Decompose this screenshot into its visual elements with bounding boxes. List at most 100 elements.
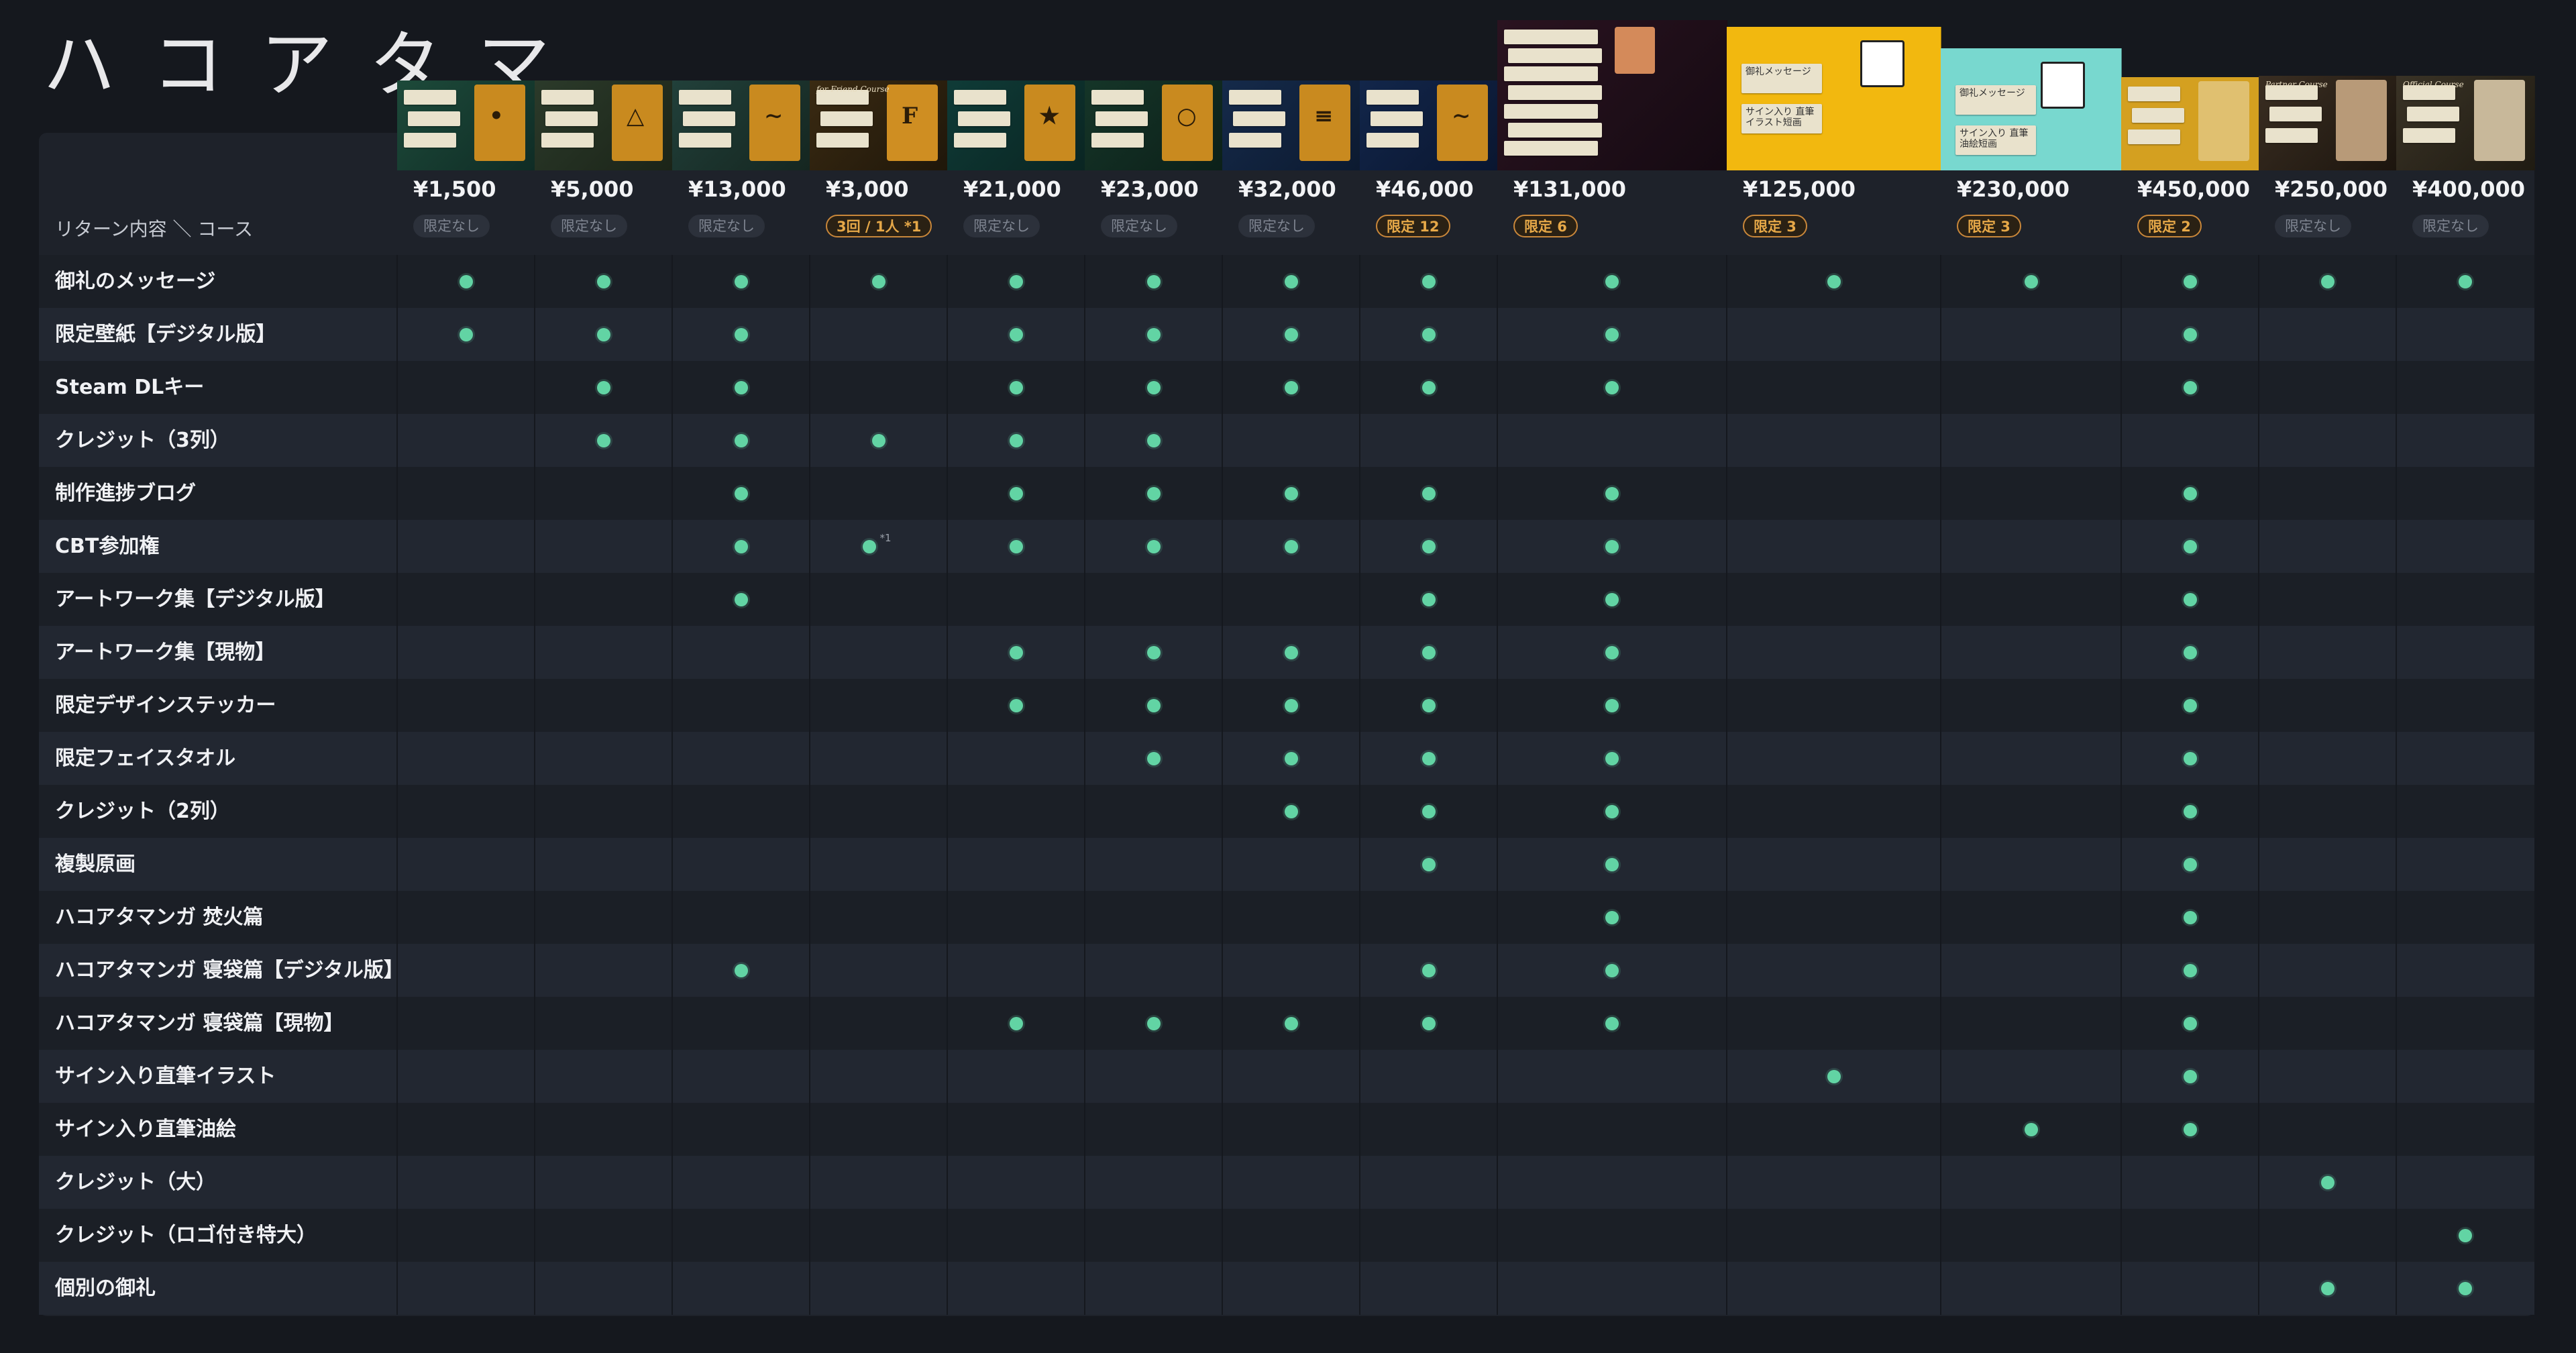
box-face-glyph: ★ <box>1039 103 1060 129</box>
included-dot <box>1605 274 1619 288</box>
limit-badge: 限定なし <box>551 215 627 237</box>
course-price: ¥450,000 <box>2137 176 2251 202</box>
box-face-glyph: ∼ <box>1452 103 1471 129</box>
row-label: 制作進捗ブログ <box>55 482 196 505</box>
message-card <box>2128 87 2180 101</box>
box-face-glyph: • <box>489 103 504 129</box>
column-divider <box>2258 255 2259 1315</box>
included-dot <box>2459 1228 2472 1242</box>
included-dot <box>1421 380 1436 394</box>
row-label: ハコアタマンガ 寝袋篇【デジタル版】 <box>55 959 404 982</box>
box-face-glyph: △ <box>627 103 645 129</box>
message-card <box>1095 111 1148 126</box>
column-divider <box>1084 255 1085 1315</box>
included-dot <box>1605 486 1619 500</box>
table-row <box>39 891 2534 944</box>
included-dot <box>2459 1281 2472 1295</box>
included-dot <box>1605 645 1619 659</box>
limit-badge: 限定 3 <box>1957 215 2021 237</box>
box-head-figure: ≡ <box>1299 85 1350 161</box>
included-dot <box>2183 274 2197 288</box>
limit-badge: 限定 3 <box>1743 215 1807 237</box>
box-head-figure: ○ <box>1162 85 1213 161</box>
message-card <box>408 111 460 126</box>
course-thumbnail: 御礼メッセージサイン入り 直筆油絵短画 <box>1941 48 2122 170</box>
row-label: 限定壁紙【デジタル版】 <box>55 323 276 346</box>
course-thumbnail: △ <box>535 80 673 170</box>
box-face-glyph: ○ <box>1177 103 1197 129</box>
included-dot <box>1421 751 1436 765</box>
course-thumbnail: • <box>397 80 535 170</box>
included-dot <box>1146 751 1161 765</box>
message-card <box>1233 111 1285 126</box>
message-card <box>1504 30 1598 44</box>
box-face-glyph: F <box>902 103 918 129</box>
message-card <box>958 111 1010 126</box>
included-dot <box>1284 645 1298 659</box>
message-card <box>1229 90 1281 105</box>
course-price: ¥46,000 <box>1376 176 1474 202</box>
included-dot <box>596 274 610 288</box>
course-price: ¥21,000 <box>963 176 1061 202</box>
table-row <box>39 1262 2534 1315</box>
included-dot <box>734 539 748 553</box>
limit-badge: 限定なし <box>688 215 765 237</box>
column-divider <box>947 255 948 1315</box>
message-card <box>1504 103 1598 119</box>
message-card <box>1366 133 1419 148</box>
included-dot <box>1009 380 1023 394</box>
included-dot <box>1146 645 1161 659</box>
included-dot <box>1421 963 1436 977</box>
message-card <box>820 111 873 126</box>
included-dot <box>1146 274 1161 288</box>
included-dot <box>1009 486 1023 500</box>
included-dot <box>1146 380 1161 394</box>
table-corner-header: リターン内容 ＼ コース <box>55 218 254 240</box>
included-dot <box>2183 1016 2197 1030</box>
included-dot <box>1421 327 1436 341</box>
limit-badge: 3回 / 1人 *1 <box>826 215 932 237</box>
message-card <box>404 133 456 148</box>
table-row <box>39 1156 2534 1209</box>
table-row <box>39 838 2534 891</box>
message-card <box>1504 66 1598 82</box>
course-price: ¥13,000 <box>688 176 786 202</box>
included-dot <box>2183 698 2197 712</box>
box-head-figure <box>2336 80 2387 161</box>
included-dot <box>1827 274 1841 288</box>
course-thumbnail: Partner Course <box>2259 76 2397 170</box>
course-price: ¥131,000 <box>1513 176 1627 202</box>
included-dot <box>734 963 748 977</box>
included-dot <box>1421 857 1436 871</box>
message-card <box>1091 90 1144 105</box>
course-thumbnail: 御礼メッセージサイン入り 直筆イラスト短画 <box>1727 27 1941 170</box>
included-dot <box>1605 751 1619 765</box>
message-card <box>2265 85 2318 100</box>
row-label: 個別の御礼 <box>55 1277 156 1300</box>
row-label: サイン入り直筆油絵 <box>55 1118 236 1141</box>
included-dot <box>2183 963 2197 977</box>
included-dot <box>2183 592 2197 606</box>
row-label: アートワーク集【現物】 <box>55 641 276 664</box>
course-price: ¥23,000 <box>1101 176 1199 202</box>
message-card <box>954 90 1006 105</box>
included-dot <box>1421 1016 1436 1030</box>
included-dot <box>1284 751 1298 765</box>
row-label: クレジット（大） <box>55 1171 216 1194</box>
box-head-figure <box>1615 27 1655 74</box>
included-dot <box>1421 645 1436 659</box>
included-dot <box>1421 486 1436 500</box>
included-dot <box>1009 539 1023 553</box>
box-head-figure: △ <box>612 85 663 161</box>
table-row <box>39 414 2534 467</box>
included-dot <box>1009 1016 1023 1030</box>
row-label: クレジット（ロゴ付き特大） <box>55 1224 317 1247</box>
limit-badge: 限定なし <box>413 215 490 237</box>
included-dot <box>459 327 473 341</box>
message-card <box>679 133 731 148</box>
included-dot <box>1605 592 1619 606</box>
footnote-mark: *1 <box>879 532 892 544</box>
message-card <box>1229 133 1281 148</box>
included-dot <box>1009 274 1023 288</box>
